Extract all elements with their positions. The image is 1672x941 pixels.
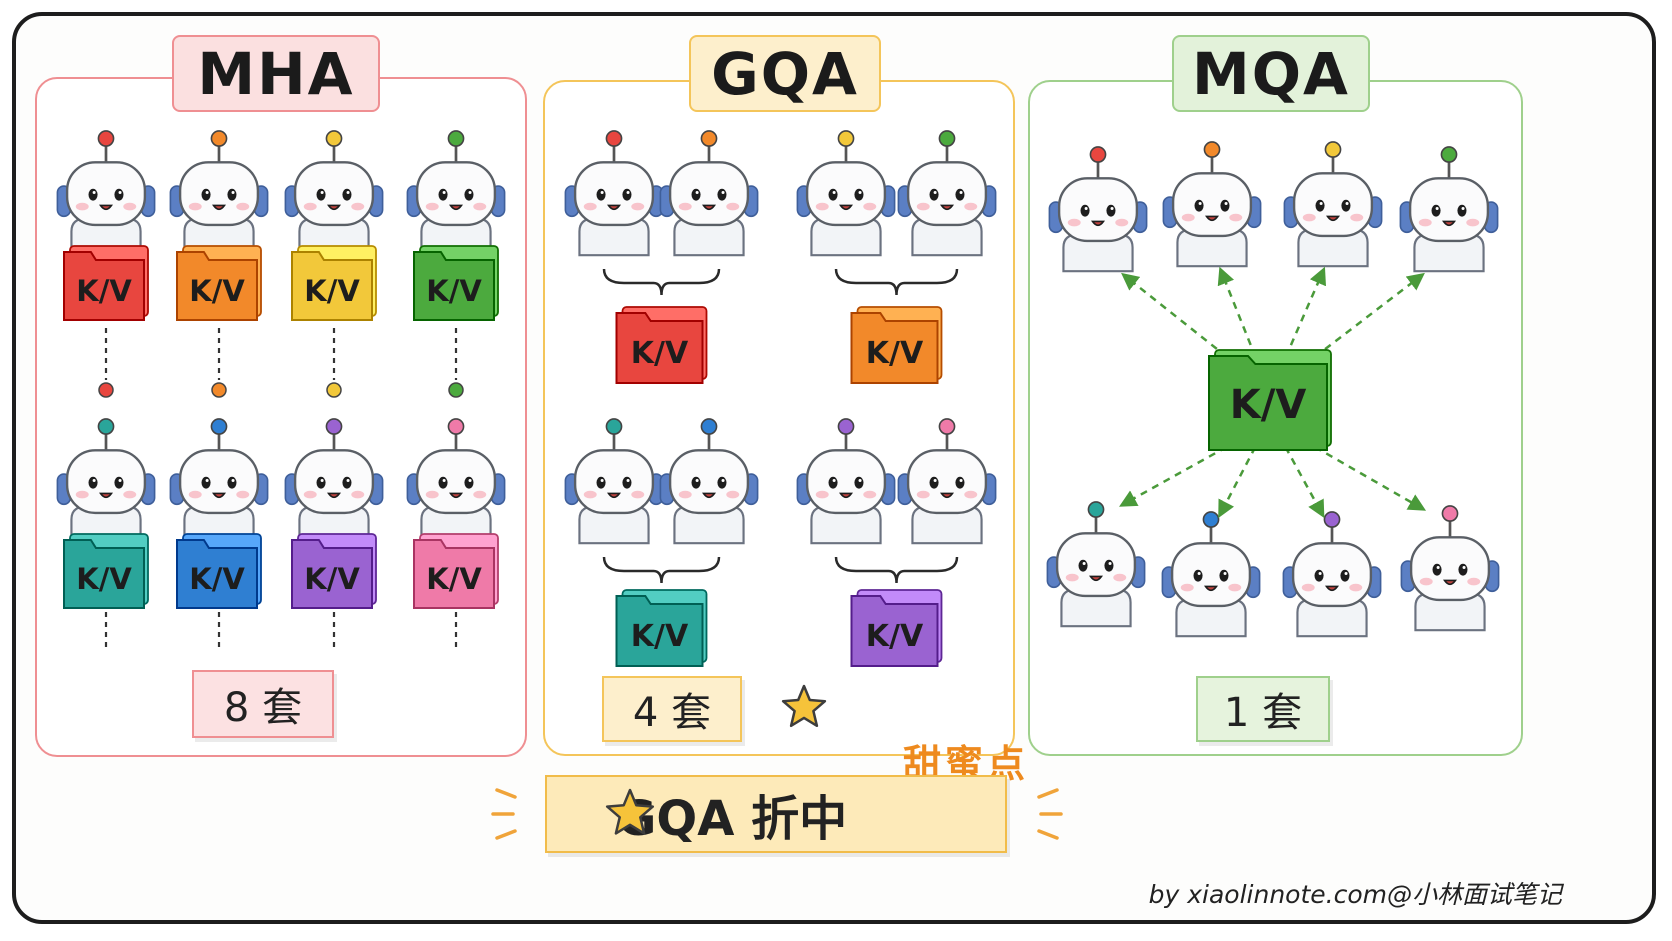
mha-panel bbox=[35, 77, 527, 757]
mha-count-note: 8 套 bbox=[192, 670, 334, 738]
banner-label: GQA 折中 bbox=[617, 791, 848, 847]
gqa-panel bbox=[543, 80, 1015, 756]
credit-text: by xiaolinnote.com@小林面试笔记 bbox=[1148, 880, 1562, 909]
gqa-compromise-banner: GQA 折中 bbox=[545, 775, 1007, 853]
mha-title: MHA bbox=[172, 35, 380, 112]
gqa-title: GQA bbox=[689, 35, 881, 112]
gqa-count-note: 4 套 bbox=[602, 676, 742, 742]
mqa-count-note: 1 套 bbox=[1196, 676, 1330, 742]
mqa-title: MQA bbox=[1172, 35, 1370, 112]
mqa-panel bbox=[1028, 80, 1523, 756]
